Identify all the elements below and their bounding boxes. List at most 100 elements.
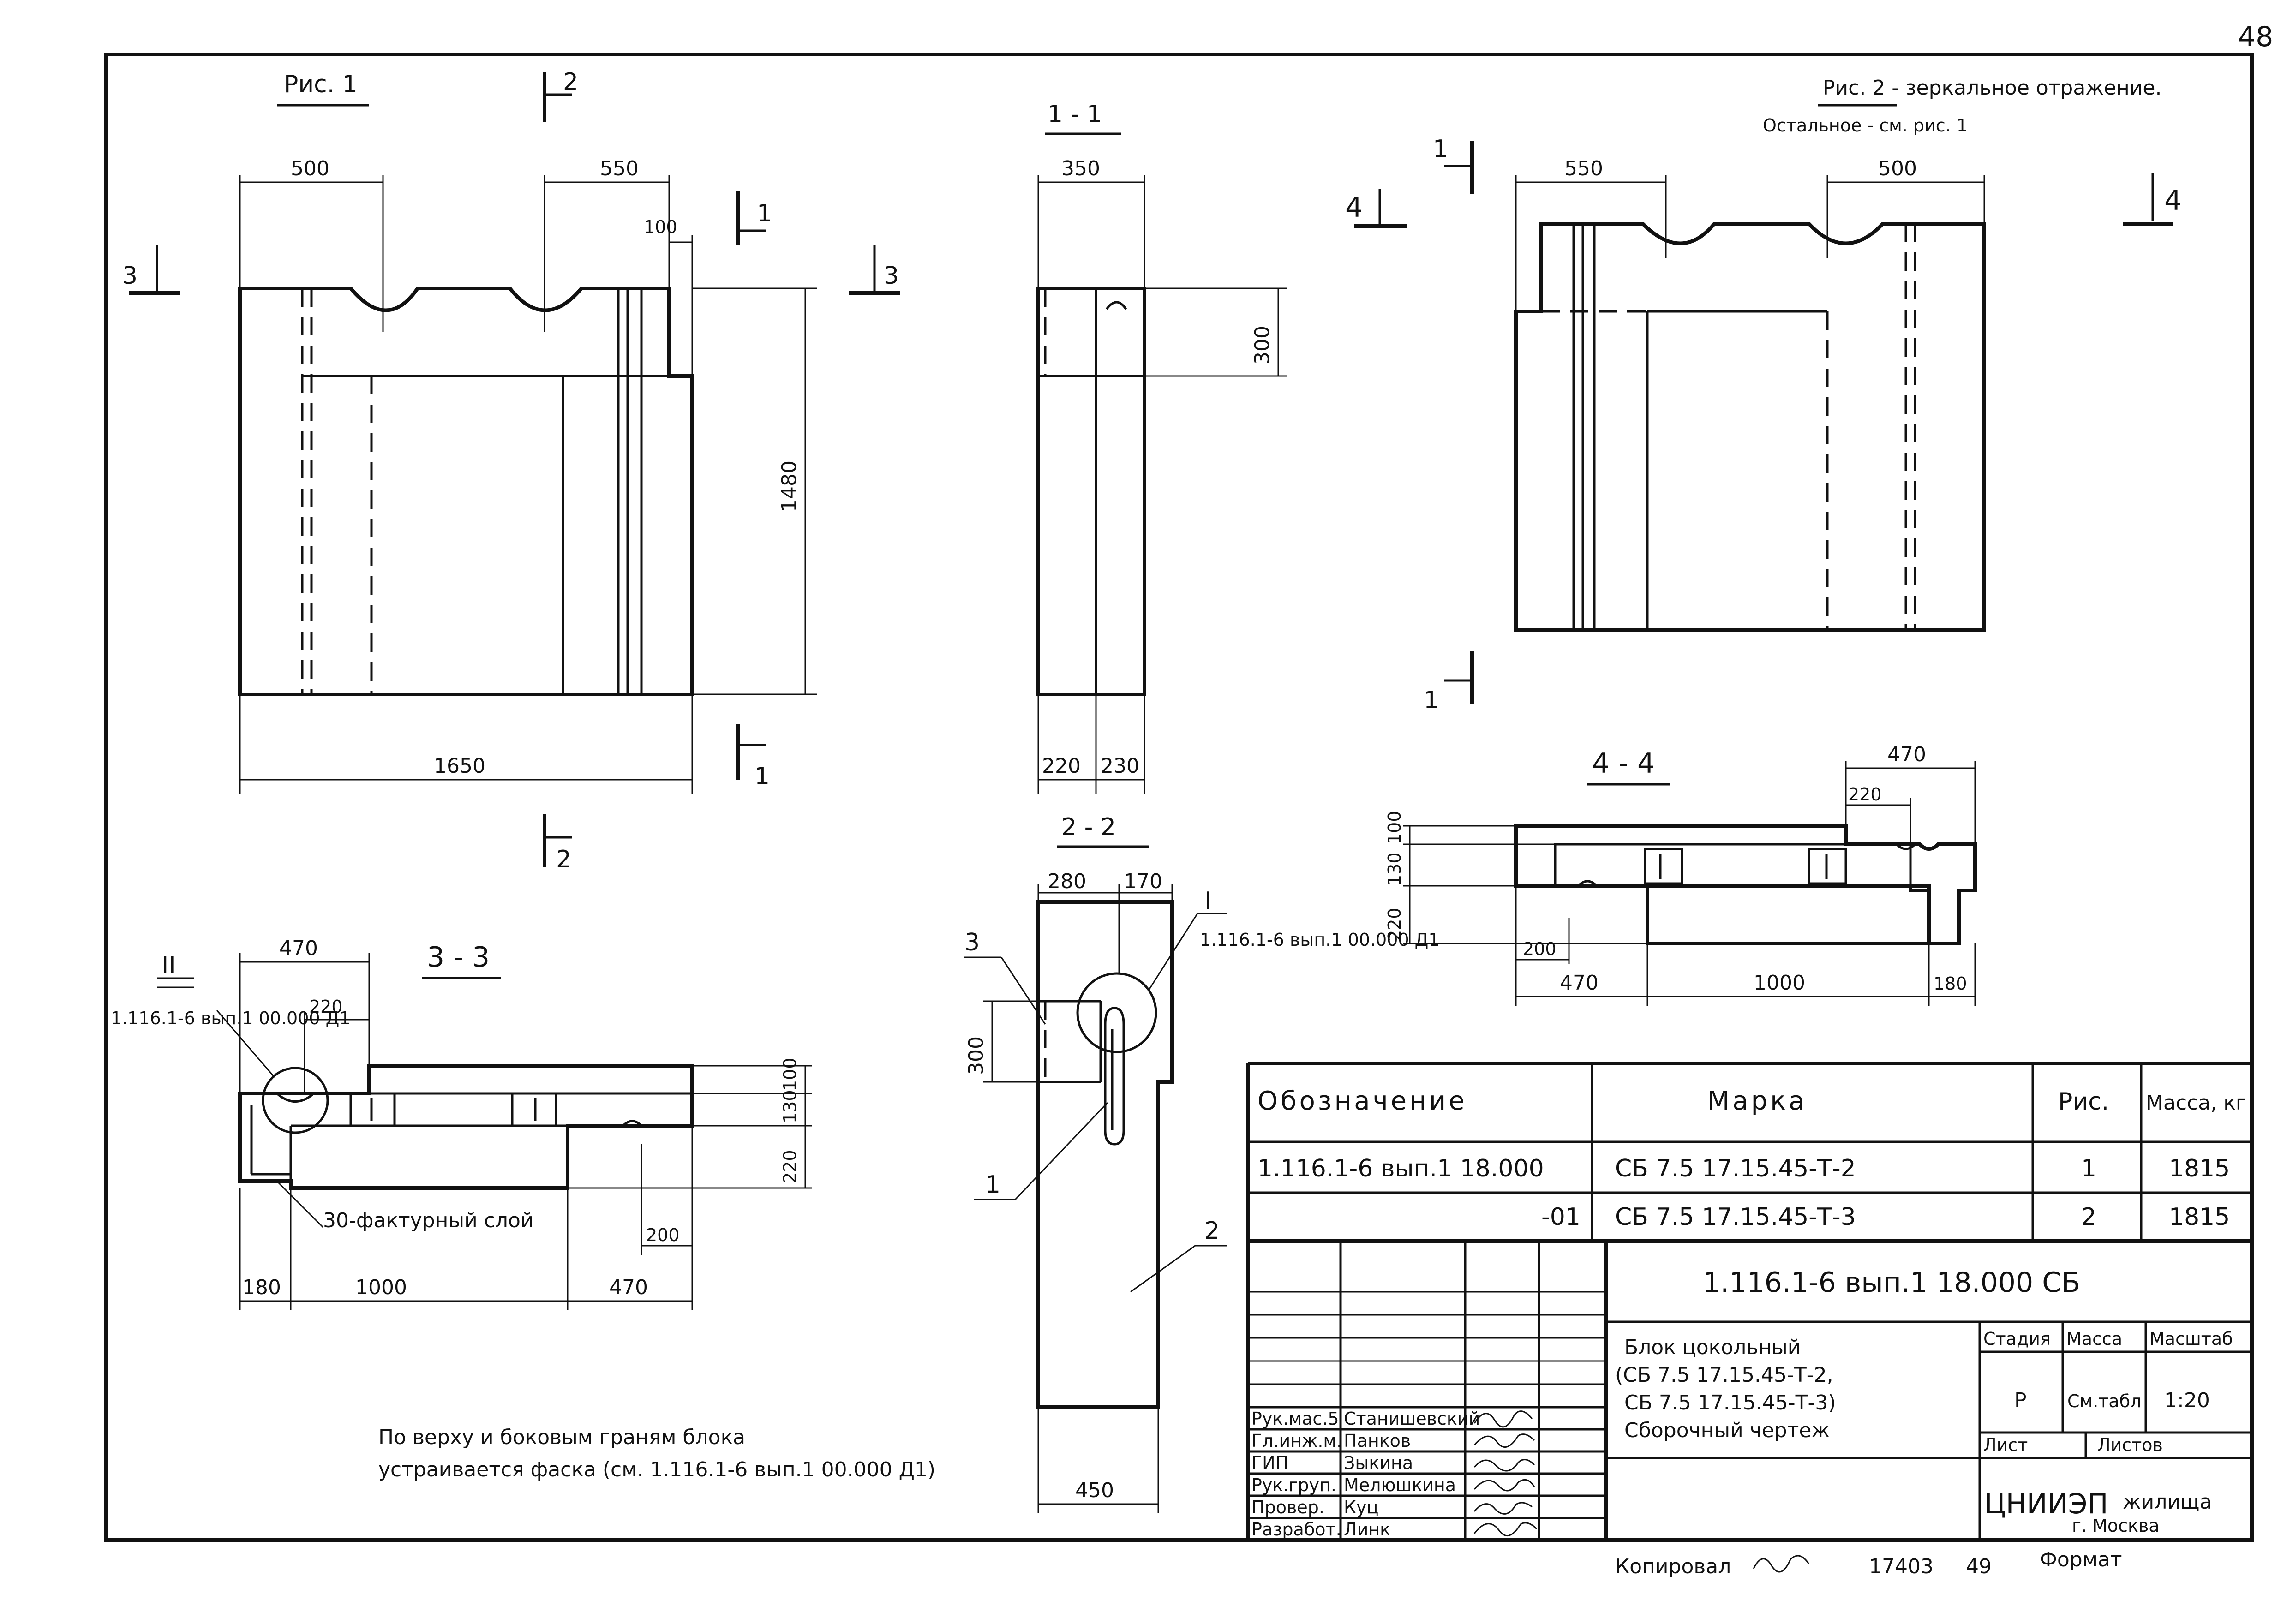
signer-role-6: Разработ. — [1251, 1519, 1341, 1540]
scale-value: 1:20 — [2164, 1389, 2210, 1412]
fig1-dim-1480: 1480 — [778, 460, 801, 512]
drawing-frame — [104, 53, 2254, 1542]
section-1-1: 1 - 1 350 300 220 230 — [1036, 101, 1287, 794]
signer-role-3: ГИП — [1251, 1453, 1288, 1473]
footer-format: Формат — [2040, 1548, 2122, 1571]
spec-table: Обозначение Марка Рис. Масса, кг 1.116.1… — [1246, 1062, 2252, 1540]
fig2-cut-1-bottom: 1 — [1424, 687, 1439, 714]
sec11-dim-350: 350 — [1061, 157, 1100, 180]
fig2-caption: Рис. 2 - зеркальное отражение. — [1823, 76, 2161, 100]
signer-role-2: Гл.инж.м. — [1251, 1431, 1342, 1451]
sec22-pos-2: 2 — [1204, 1217, 1220, 1245]
section-4-4: 4 - 4 470 220 100 130 220 200 47 — [1384, 743, 1977, 1006]
sec11-dim-220: 220 — [1042, 754, 1081, 778]
title-block: 1.116.1-6 вып.1 18.000 СБ Блок цокольный… — [1248, 1241, 2252, 1540]
page-number: 48 — [2238, 21, 2273, 53]
sec22-node-I: I — [1204, 887, 1211, 915]
fig1-cut-2-bottom: 2 — [556, 846, 571, 873]
fig1-dim-1650: 1650 — [434, 754, 485, 778]
signer-name-3: Зыкина — [1344, 1453, 1413, 1473]
doc-name-line2: (СБ 7.5 17.15.45-Т-2, — [1615, 1363, 1833, 1387]
sec22-dim-300: 300 — [964, 1036, 988, 1075]
sec33-node-II: II — [162, 952, 176, 979]
spec-row1-mass: 1815 — [2169, 1155, 2230, 1182]
fig1-cut-1-bottom: 1 — [754, 763, 770, 790]
footer-sheet-num: 49 — [1966, 1555, 1992, 1578]
fig1-outline — [238, 287, 694, 696]
sheet-label: Лист — [1983, 1435, 2028, 1455]
sec33-dim-100: 100 — [780, 1057, 800, 1091]
figure-1: Рис. 1 500 550 100 1480 1650 2 — [122, 68, 900, 873]
sec44-dim-130: 130 — [1384, 852, 1405, 886]
sec22-node-ref: 1.116.1-6 вып.1 00.000 Д1 — [1200, 930, 1440, 950]
doc-code: 1.116.1-6 вып.1 18.000 СБ — [1703, 1266, 2080, 1299]
spec-row2-designation: -01 — [1541, 1203, 1581, 1231]
scale-label: Масштаб — [2149, 1329, 2233, 1349]
section-3-3: 3 - 3 II 1.116.1-6 вып.1 00.000 Д1 470 2… — [111, 937, 812, 1310]
sec33-node-ref: 1.116.1-6 вып.1 00.000 Д1 — [111, 1008, 351, 1028]
bottom-note-line1: По верху и боковым граням блока — [378, 1426, 745, 1449]
section-2-2: 2 - 2 280 170 300 450 I 1.116.1-6 вып.1 … — [964, 813, 1440, 1513]
sec44-dim-180: 180 — [1934, 973, 1967, 994]
fig1-cut-2-top: 2 — [563, 68, 578, 96]
sec44-dim-100: 100 — [1384, 811, 1405, 844]
mass-value: См.табл — [2067, 1391, 2141, 1411]
stage-value: Р — [2014, 1389, 2027, 1412]
sec33-dim-180: 180 — [242, 1276, 281, 1299]
spec-row1-fig: 1 — [2081, 1155, 2096, 1182]
sec22-dim-450: 450 — [1075, 1479, 1114, 1502]
sec33-dim-1000: 1000 — [355, 1276, 407, 1299]
sec44-dim-200: 200 — [1523, 939, 1557, 959]
fig2-dim-550: 550 — [1564, 157, 1603, 180]
copier-signature — [1753, 1555, 1810, 1573]
org-main: ЦНИИЭП — [1984, 1488, 2108, 1520]
spec-row2-mass: 1815 — [2169, 1203, 2230, 1231]
fig1-dim-550: 550 — [600, 157, 639, 180]
sec22-caption: 2 - 2 — [1061, 813, 1116, 841]
spec-row1-designation: 1.116.1-6 вып.1 18.000 — [1257, 1155, 1544, 1182]
signature-marks — [1473, 1410, 1538, 1536]
sec44-dim-470b: 470 — [1560, 971, 1599, 995]
sheets-label: Листов — [2097, 1435, 2163, 1455]
fig1-cut-1-top: 1 — [757, 200, 772, 227]
sec44-dim-220: 220 — [1848, 784, 1882, 805]
spec-row1-mark: СБ 7.5 17.15.45-Т-2 — [1615, 1155, 1856, 1182]
signer-role-1: Рук.мас.5 — [1251, 1409, 1339, 1429]
sec11-dim-230: 230 — [1101, 754, 1139, 778]
doc-name-line4: Сборочный чертеж — [1624, 1419, 1830, 1442]
sec33-dim-130: 130 — [780, 1090, 800, 1123]
spec-header-mass: Масса, кг — [2146, 1091, 2246, 1115]
fig1-dim-500: 500 — [291, 157, 329, 180]
signer-name-4: Мелюшкина — [1344, 1475, 1456, 1495]
fig2-cut-1-top: 1 — [1433, 135, 1448, 163]
fig2-cut-4-left: 4 — [1345, 191, 1363, 224]
sec33-dim-470: 470 — [279, 937, 318, 960]
spec-header-fig: Рис. — [2058, 1088, 2109, 1116]
footer-copied: Копировал — [1615, 1555, 1731, 1578]
sec33-dim-220: 220 — [309, 997, 343, 1017]
fig1-cut-3-left: 3 — [122, 262, 138, 290]
stage-label: Стадия — [1983, 1329, 2051, 1349]
fig2-outline — [1514, 222, 1986, 632]
spec-row2-mark: СБ 7.5 17.15.45-Т-3 — [1615, 1203, 1856, 1231]
signer-name-1: Станишевский — [1344, 1409, 1480, 1429]
signer-name-2: Панков — [1344, 1431, 1411, 1451]
sec44-dim-470: 470 — [1887, 743, 1926, 766]
signer-name-6: Линк — [1344, 1519, 1390, 1540]
sec44-dim-220v: 220 — [1384, 908, 1405, 941]
footer-copy-num: 17403 — [1869, 1555, 1934, 1578]
sec33-dim-200: 200 — [646, 1225, 680, 1245]
fig2-cut-4-right: 4 — [2164, 185, 2182, 217]
spec-row2-fig: 2 — [2081, 1203, 2096, 1231]
sec33-dim-470b: 470 — [609, 1276, 648, 1299]
org-city: г. Москва — [2072, 1516, 2160, 1536]
sec33-layer-note: 30-фактурный слой — [323, 1209, 534, 1232]
spec-header-designation: Обозначение — [1257, 1086, 1467, 1116]
sec22-dim-170: 170 — [1124, 870, 1162, 893]
doc-name-line1: Блок цокольный — [1624, 1336, 1801, 1359]
sec22-dim-280: 280 — [1048, 870, 1086, 893]
sec44-dim-1000: 1000 — [1754, 971, 1805, 995]
spec-header-mark: Марка — [1707, 1086, 1807, 1116]
sec11-caption: 1 - 1 — [1048, 101, 1102, 128]
